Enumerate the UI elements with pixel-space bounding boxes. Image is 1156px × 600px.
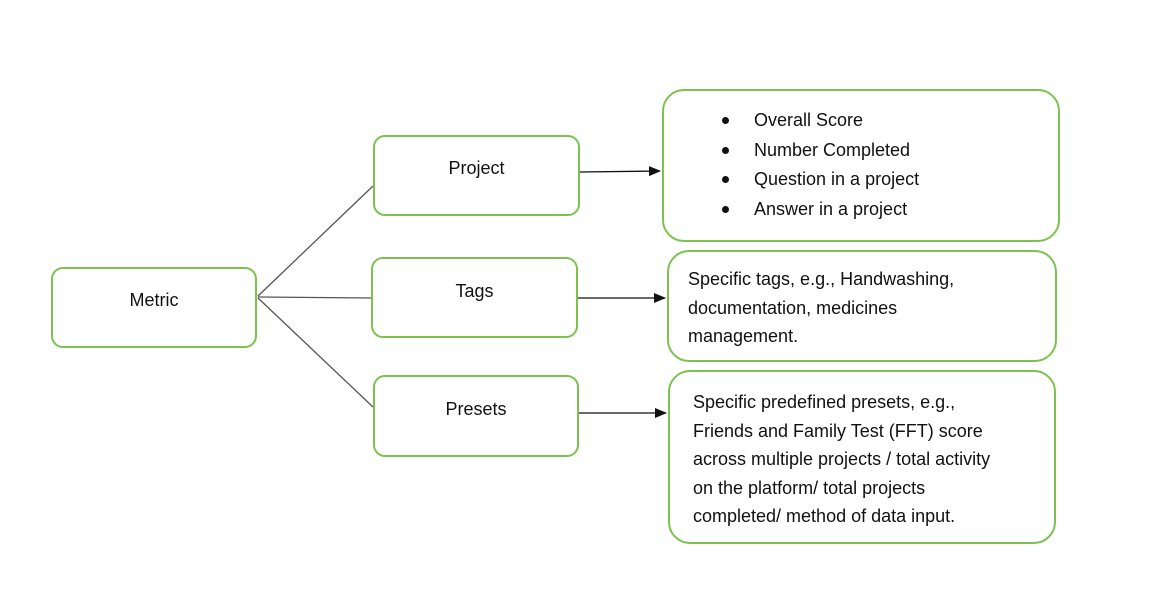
tags-detail-line: Specific tags, e.g., Handwashing,: [688, 269, 955, 289]
tags-details-box: Specific tags, e.g., Handwashing, docume…: [667, 250, 1057, 362]
tags-details-text: Specific tags, e.g., Handwashing, docume…: [688, 265, 954, 351]
presets-detail-line: Friends and Family Test (FFT) score: [693, 420, 983, 441]
presets-label: Presets: [445, 399, 507, 419]
metric-label: Metric: [129, 290, 179, 310]
project-detail-item: Question in a project: [718, 165, 919, 195]
project-detail-item: Number Completed: [718, 136, 919, 166]
presets-detail-line: completed/ method of data input.: [693, 506, 956, 526]
project-details-box: Overall Score Number Completed Question …: [662, 89, 1060, 242]
tags-label: Tags: [455, 281, 494, 301]
presets-details-text: Specific predefined presets, e.g., Frien…: [693, 388, 990, 531]
connector-metric-project: [257, 185, 374, 297]
presets-details-box: Specific predefined presets, e.g., Frien…: [668, 370, 1056, 544]
connector-metric-tags: [257, 296, 372, 299]
project-detail-item: Overall Score: [718, 106, 919, 136]
metric-node: Metric: [51, 267, 257, 348]
project-node: Project: [373, 135, 580, 216]
tags-detail-line: documentation, medicines: [688, 297, 898, 318]
connector-metric-presets: [257, 297, 374, 408]
arrow-project-details: [579, 166, 661, 177]
project-label: Project: [448, 158, 505, 178]
tags-detail-line: management.: [688, 326, 799, 346]
presets-node: Presets: [373, 375, 579, 457]
presets-detail-line: Specific predefined presets, e.g.,: [693, 392, 956, 412]
presets-detail-line: on the platform/ total projects: [693, 477, 926, 498]
presets-detail-line: across multiple projects / total activit…: [693, 449, 991, 469]
project-detail-item: Answer in a project: [718, 195, 919, 225]
tags-node: Tags: [371, 257, 578, 338]
project-details-list: Overall Score Number Completed Question …: [718, 106, 919, 224]
